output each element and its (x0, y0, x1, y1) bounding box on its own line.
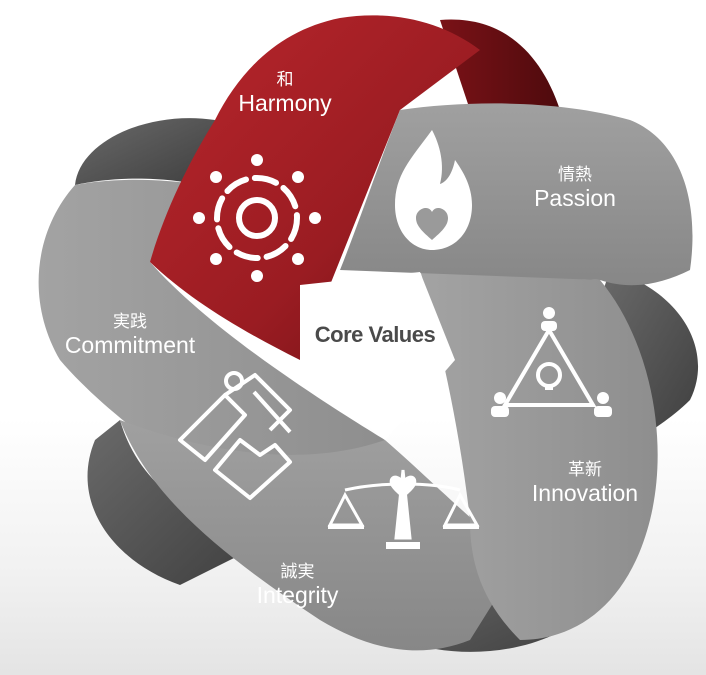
commitment-label-en: Commitment (64, 331, 196, 358)
core-values-title: Core Values (314, 322, 436, 347)
passion-label: 情熱 Passion (515, 165, 635, 211)
band-fold-left (75, 118, 215, 185)
integrity-label: 誠実 Integrity (240, 562, 355, 608)
innovation-label-jp: 革新 (568, 460, 602, 479)
harmony-label: 和 Harmony (220, 70, 350, 116)
balance-scale-icon (327, 469, 480, 549)
handshake-icon (178, 371, 292, 500)
innovation-label-en: Innovation (531, 479, 639, 506)
commitment-label-jp: 実践 (113, 312, 147, 331)
band-fold-right (600, 270, 699, 440)
passion-label-jp: 情熱 (558, 165, 592, 184)
flame-heart-icon (395, 130, 472, 250)
band-harmony (150, 15, 480, 360)
band-innovation (420, 270, 658, 640)
innovation-label: 革新 Innovation (520, 460, 650, 506)
band-commitment (38, 179, 385, 540)
harmony-label-jp: 和 (276, 70, 294, 89)
band-integrity (120, 420, 520, 651)
passion-label-en: Passion (534, 184, 616, 211)
harmony-label-en: Harmony (238, 89, 332, 116)
integrity-label-en: Integrity (256, 581, 339, 608)
people-circle-icon (193, 154, 321, 282)
band-fold-top-right (440, 19, 560, 111)
integrity-label-jp: 誠実 (280, 562, 315, 581)
commitment-label: 実践 Commitment (50, 312, 210, 358)
lightbulb-team-icon (491, 307, 612, 417)
center-area (300, 272, 455, 440)
